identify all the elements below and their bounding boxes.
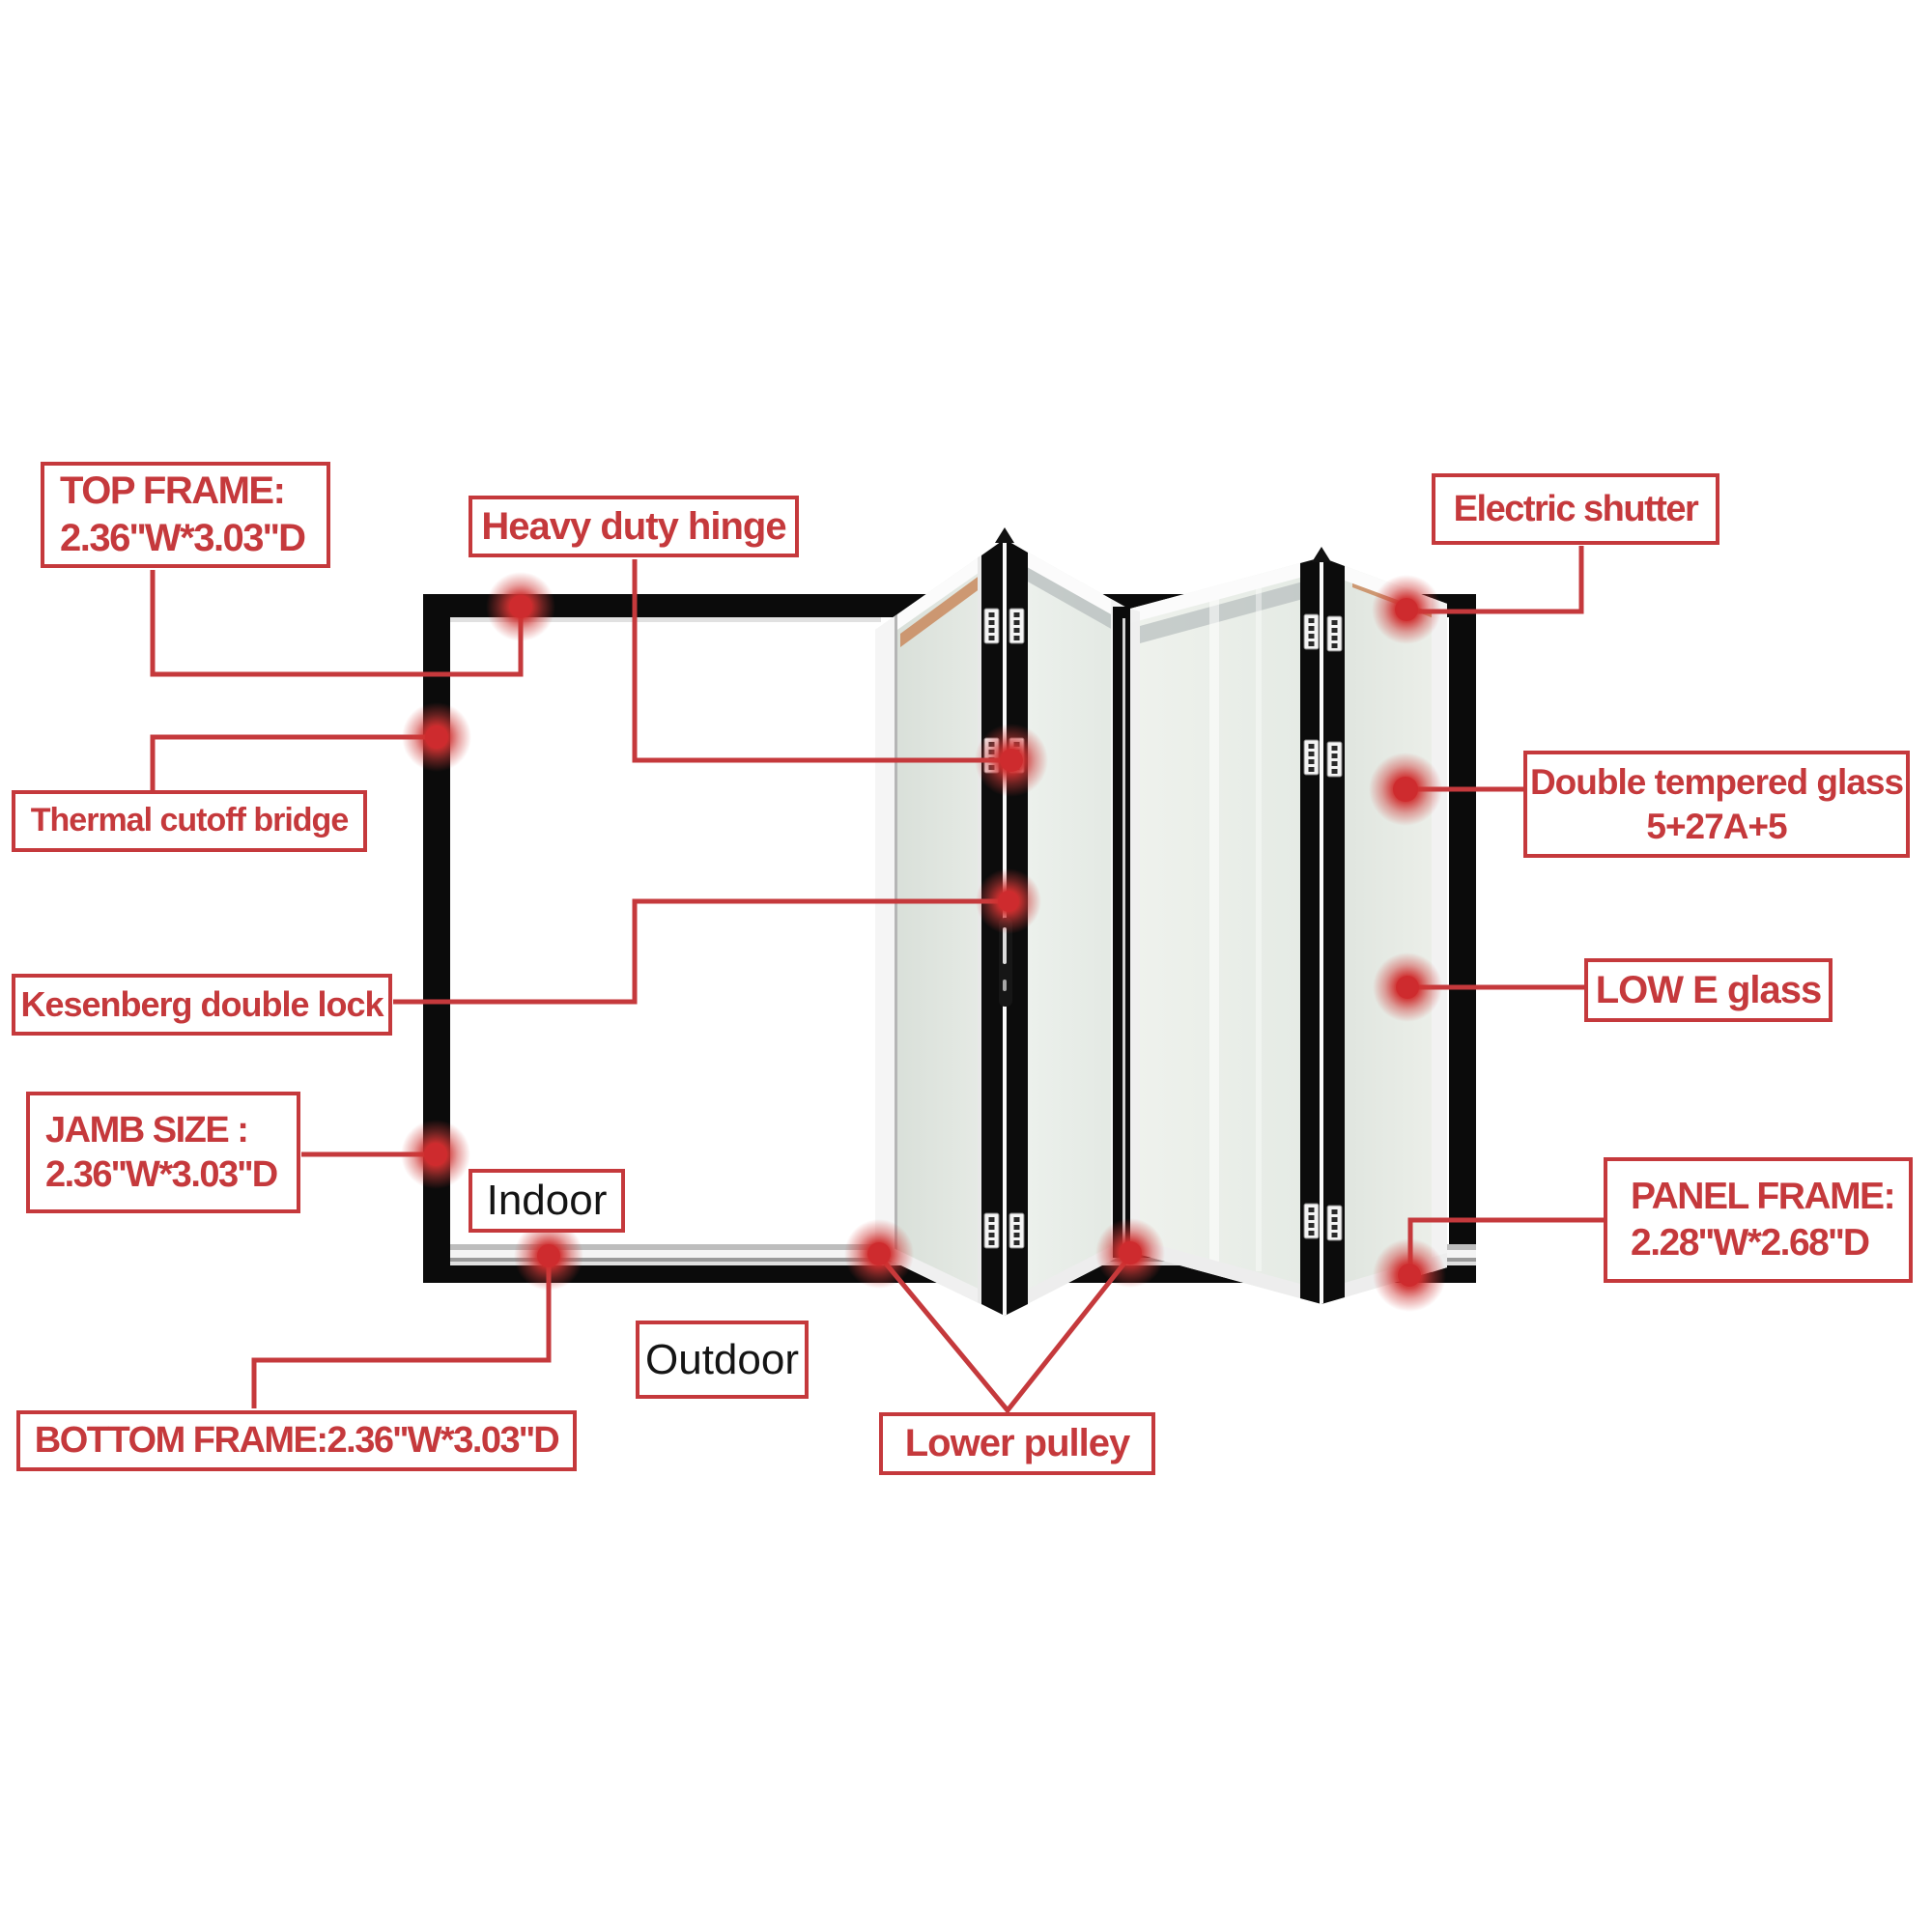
frame-right-jamb: [1449, 594, 1476, 1281]
panel-top-rail: [1005, 539, 1128, 624]
label-indoor: Indoor: [469, 1169, 625, 1233]
dot-lower-pulley-right: [1095, 1218, 1165, 1288]
label-lower-pulley: Lower pulley: [879, 1412, 1155, 1475]
leader-heavy-duty-hinge: [632, 559, 1003, 763]
marker-dots: [401, 572, 1446, 1312]
label-kesenberg-text: Kesenberg double lock: [20, 984, 384, 1025]
panel-stile: [1432, 598, 1447, 1272]
panel-stile: [875, 616, 895, 1263]
glass-streak: [1209, 587, 1219, 1269]
dot-thermal-cutoff: [402, 702, 471, 772]
dot-kesenberg-lock: [976, 868, 1041, 934]
leader-top-frame: [150, 570, 524, 677]
label-electric-shutter-text: Electric shutter: [1453, 488, 1699, 529]
label-kesenberg-double-lock: Kesenberg double lock: [12, 974, 392, 1036]
door-panel-1: [875, 539, 1005, 1316]
dot-top-frame: [486, 572, 555, 641]
panel-stile-edge: [895, 614, 897, 1264]
leader-lower-pulley: [879, 1254, 1132, 1414]
dot-double-tempered-glass: [1369, 753, 1442, 826]
dot-panel-frame: [1373, 1238, 1446, 1312]
label-heavy-duty-hinge: Heavy duty hinge: [469, 496, 799, 557]
door-panel-3: [1130, 557, 1321, 1304]
panel-top-rail: [875, 539, 1005, 645]
leader-electric-shutter: [1414, 546, 1584, 614]
dot-heavy-duty-hinge: [975, 724, 1048, 797]
leader-kesenberg-lock: [393, 898, 1000, 1005]
label-heavy-duty-hinge-text: Heavy duty hinge: [481, 504, 786, 548]
label-jamb-size-line2: 2.36''W*3.03''D: [45, 1154, 278, 1195]
label-lower-pulley-text: Lower pulley: [904, 1422, 1130, 1465]
label-panel-frame: PANEL FRAME: 2.28''W*2.68''D: [1604, 1157, 1913, 1283]
panel-hinge-stile: [1300, 557, 1321, 1304]
leader-lines: [150, 546, 1604, 1414]
panel-hinge-stile: [1321, 557, 1345, 1304]
label-outdoor-text: Outdoor: [645, 1335, 799, 1383]
fold-peak-tip: [1312, 547, 1331, 562]
label-low-e-glass: LOW E glass: [1584, 958, 1833, 1022]
dot-lower-pulley-left: [844, 1219, 914, 1289]
leader-thermal-cutoff: [150, 734, 431, 792]
fold-peak-tip: [995, 527, 1014, 543]
label-outdoor: Outdoor: [636, 1321, 809, 1399]
wood-reflection: [900, 564, 995, 647]
label-thermal-cutoff-bridge: Thermal cutoff bridge: [12, 790, 367, 852]
label-low-e-text: LOW E glass: [1595, 968, 1822, 1011]
door-lock-handle: [999, 918, 1012, 1007]
label-double-tempered-glass: Double tempered glass 5+27A+5: [1523, 751, 1910, 858]
dot-electric-shutter: [1372, 575, 1441, 644]
label-top-frame: TOP FRAME: 2.36''W*3.03''D: [41, 462, 330, 568]
label-double-glass-line1: Double tempered glass: [1529, 762, 1904, 803]
panel-bottom-rail: [1130, 1237, 1321, 1304]
label-double-glass-line2: 5+27A+5: [1646, 806, 1787, 846]
label-bottom-frame: BOTTOM FRAME:2.36''W*3.03''D: [16, 1410, 577, 1471]
label-electric-shutter: Electric shutter: [1432, 473, 1719, 545]
label-panel-frame-line1: PANEL FRAME:: [1631, 1176, 1896, 1218]
panel-gap-line: [1320, 556, 1323, 1305]
dot-bottom-frame: [514, 1221, 583, 1291]
glass-reflection: [1140, 579, 1314, 643]
glass-reflection: [1026, 563, 1128, 639]
glass-streak: [1256, 580, 1262, 1271]
label-indoor-text: Indoor: [486, 1177, 608, 1225]
panel-stile-edge: [978, 555, 981, 1304]
label-top-frame-line1: TOP FRAME:: [60, 469, 286, 513]
label-jamb-size: JAMB SIZE : 2.36''W*3.03''D: [26, 1092, 300, 1213]
label-bottom-frame-text: BOTTOM FRAME:2.36''W*3.03''D: [34, 1420, 560, 1462]
panel-stile-edge: [1130, 609, 1140, 1255]
dot-jamb-size: [401, 1120, 470, 1189]
label-top-frame-line2: 2.36''W*3.03''D: [60, 517, 306, 559]
label-panel-frame-line2: 2.28''W*2.68''D: [1631, 1222, 1870, 1264]
frame-inner-shadow: [450, 617, 881, 622]
panel-top-rail: [1130, 557, 1321, 623]
label-thermal-cutoff-text: Thermal cutoff bridge: [30, 802, 349, 839]
dot-low-e-glass: [1373, 952, 1442, 1022]
door-panel-4: [1321, 557, 1447, 1304]
leader-bottom-frame: [251, 1265, 552, 1408]
label-jamb-size-line1: JAMB SIZE :: [45, 1109, 249, 1151]
